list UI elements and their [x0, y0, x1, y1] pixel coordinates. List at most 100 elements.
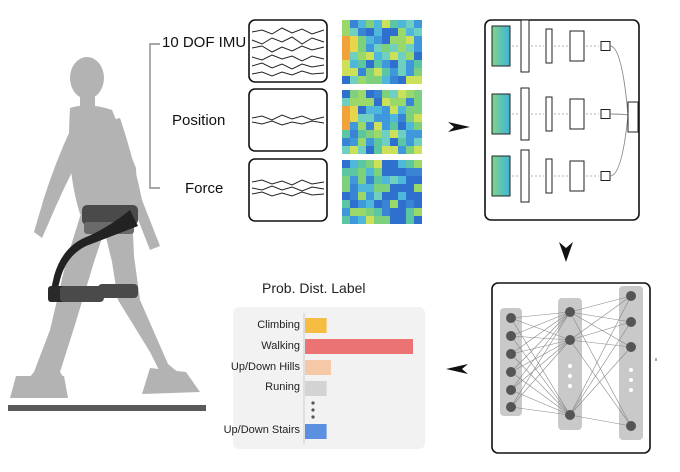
cnn-layer [520, 149, 530, 203]
heatmap-cell [350, 200, 358, 208]
heatmap-cell [342, 122, 350, 130]
category-label-climbing: Climbing [257, 319, 300, 331]
arrow-right-icon [448, 122, 470, 132]
heatmap-cell [414, 60, 422, 68]
heatmap-cell [342, 76, 350, 84]
heatmap-cell [342, 36, 350, 44]
heatmap-cell [342, 138, 350, 146]
heatmap-cell [398, 98, 406, 106]
cnn-layer [600, 41, 611, 51]
heatmap-cell [374, 168, 382, 176]
cnn-layer [545, 96, 553, 132]
heatmap-cell [358, 44, 366, 52]
dense-layer-bar [500, 308, 522, 416]
heatmap-cell [390, 20, 398, 28]
heatmap-cell [366, 192, 374, 200]
dense-node [506, 349, 516, 359]
heatmap-cell [374, 106, 382, 114]
heatmap-cell [406, 106, 414, 114]
heatmap-cell [342, 52, 350, 60]
heatmap-cell [342, 184, 350, 192]
heatmap-cell [374, 44, 382, 52]
heatmap-cell [390, 200, 398, 208]
heatmap-cell [366, 98, 374, 106]
dense-edge [569, 295, 632, 416]
heatmap-cell [374, 122, 382, 130]
heatmap-cell [374, 200, 382, 208]
dense-edge [510, 335, 571, 416]
heatmap-cell [350, 44, 358, 52]
heatmap-cell [398, 76, 406, 84]
heatmap-cell [342, 160, 350, 168]
heatmap-cell [366, 36, 374, 44]
heatmap-cell [358, 122, 366, 130]
dense-edge [510, 311, 571, 337]
dense-edge [569, 339, 632, 348]
heatmap-cell [366, 160, 374, 168]
heatmap-cell [414, 106, 422, 114]
heatmap-cell [382, 160, 390, 168]
heatmap-cell [374, 36, 382, 44]
heatmap-cell [382, 184, 390, 192]
heatmap-cell [382, 76, 390, 84]
heatmap-cell [390, 184, 398, 192]
heatmap-cell [366, 68, 374, 76]
heatmap-cell [382, 114, 390, 122]
heatmap-cell [374, 138, 382, 146]
heatmap-cell [414, 192, 422, 200]
heatmap-cell [358, 98, 366, 106]
dense-edge [510, 389, 571, 416]
heatmap-cell [374, 208, 382, 216]
heatmap-cell [366, 146, 374, 154]
heatmap-cell [358, 138, 366, 146]
heatmap-cell [358, 176, 366, 184]
heatmap-cell [382, 130, 390, 138]
heatmap-cell [366, 138, 374, 146]
heatmap-cell [390, 168, 398, 176]
heatmap-cell [358, 106, 366, 114]
heatmap-cell [414, 28, 422, 36]
heatmap-cell [358, 216, 366, 224]
dense-ellipsis-dot [629, 368, 633, 372]
heatmap-cell [398, 20, 406, 28]
dense-edge [569, 339, 632, 427]
dense-edge [569, 321, 632, 416]
heatmap-cell [382, 122, 390, 130]
heatmap-cell [366, 208, 374, 216]
heatmap-cell [374, 184, 382, 192]
heatmap-cell [350, 192, 358, 200]
cnn-layer [520, 19, 530, 73]
cnn-merge-line [609, 114, 629, 177]
heatmap-cell [350, 36, 358, 44]
heatmap-cell [382, 52, 390, 60]
heatmap-cell [366, 216, 374, 224]
heatmap-cell [358, 60, 366, 68]
dense-ellipsis-dot [568, 364, 572, 368]
heatmap-cell [390, 60, 398, 68]
heatmap-cell [406, 208, 414, 216]
heatmap-cell [358, 90, 366, 98]
dense-node [565, 307, 575, 317]
dense-edge [510, 406, 571, 416]
heatmap-cell [342, 168, 350, 176]
heatmap-cell [414, 200, 422, 208]
heatmap-cell [382, 68, 390, 76]
heatmap-cell [350, 106, 358, 114]
dense-node [626, 421, 636, 431]
heatmap-cell [406, 60, 414, 68]
heatmap-cell [398, 176, 406, 184]
heatmap-cell [342, 130, 350, 138]
heatmap-cell [366, 114, 374, 122]
arrow-down-icon [559, 242, 573, 262]
heatmap-cell [366, 200, 374, 208]
dense-edge [569, 311, 632, 323]
heatmap-cell [350, 146, 358, 154]
heatmap-cell [406, 130, 414, 138]
heatmap-cell [366, 20, 374, 28]
heatmap-cell [398, 216, 406, 224]
heatmap-cell [398, 184, 406, 192]
dense-node [506, 313, 516, 323]
heatmap-cell [366, 176, 374, 184]
heatmap-cell [406, 146, 414, 154]
heatmap-cell [350, 76, 358, 84]
